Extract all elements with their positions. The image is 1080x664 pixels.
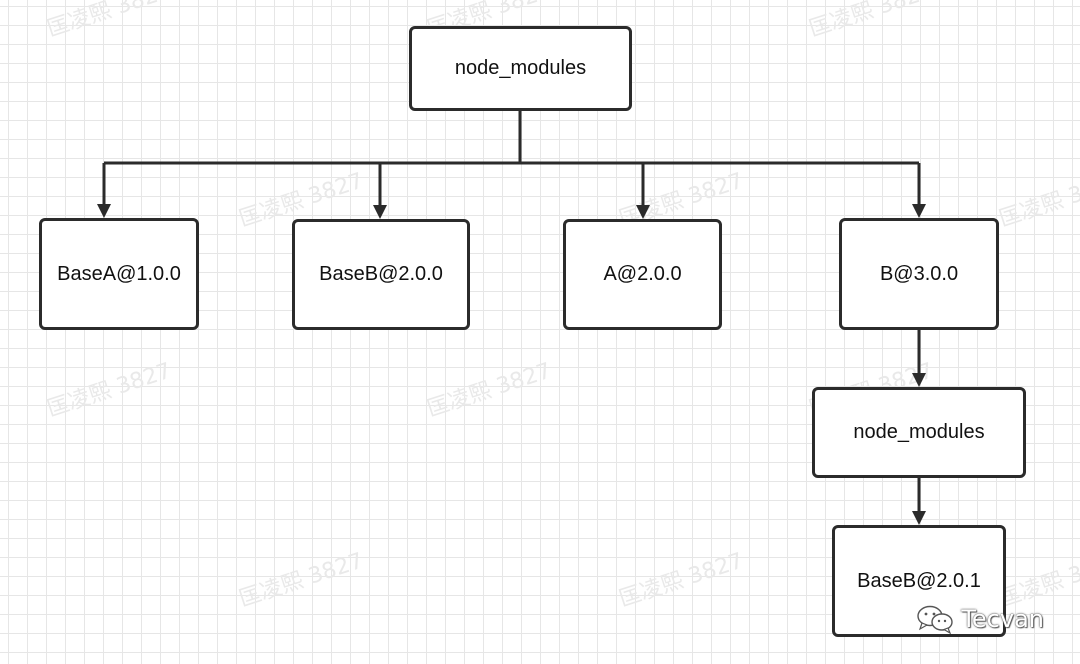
node-basea[interactable]: BaseA@1.0.0	[39, 218, 199, 330]
arrowhead	[912, 373, 926, 387]
brand-name: Tecvan	[961, 605, 1044, 633]
node-label: BaseB@2.0.0	[319, 263, 443, 285]
arrowhead	[636, 205, 650, 219]
node-baseb[interactable]: BaseB@2.0.0	[292, 219, 470, 330]
node-label: node_modules	[454, 57, 587, 79]
node-label: BaseA@1.0.0	[57, 262, 181, 285]
node-label: BaseB@2.0.1	[857, 569, 981, 592]
node-root-node-modules[interactable]: node_modules	[409, 26, 632, 111]
brand-watermark: Tecvan	[915, 604, 1044, 634]
node-a[interactable]: A@2.0.0	[563, 219, 722, 330]
arrowhead	[912, 204, 926, 218]
node-label: B@3.0.0	[879, 262, 959, 285]
node-b[interactable]: B@3.0.0	[839, 218, 999, 330]
node-b-node-modules[interactable]: node_modules	[812, 387, 1026, 478]
wechat-icon	[917, 605, 954, 634]
arrowhead	[373, 205, 387, 219]
node-label: A@2.0.0	[603, 263, 682, 285]
arrowhead	[97, 204, 111, 218]
node-label: node_modules	[853, 421, 985, 443]
arrowhead	[912, 511, 926, 525]
